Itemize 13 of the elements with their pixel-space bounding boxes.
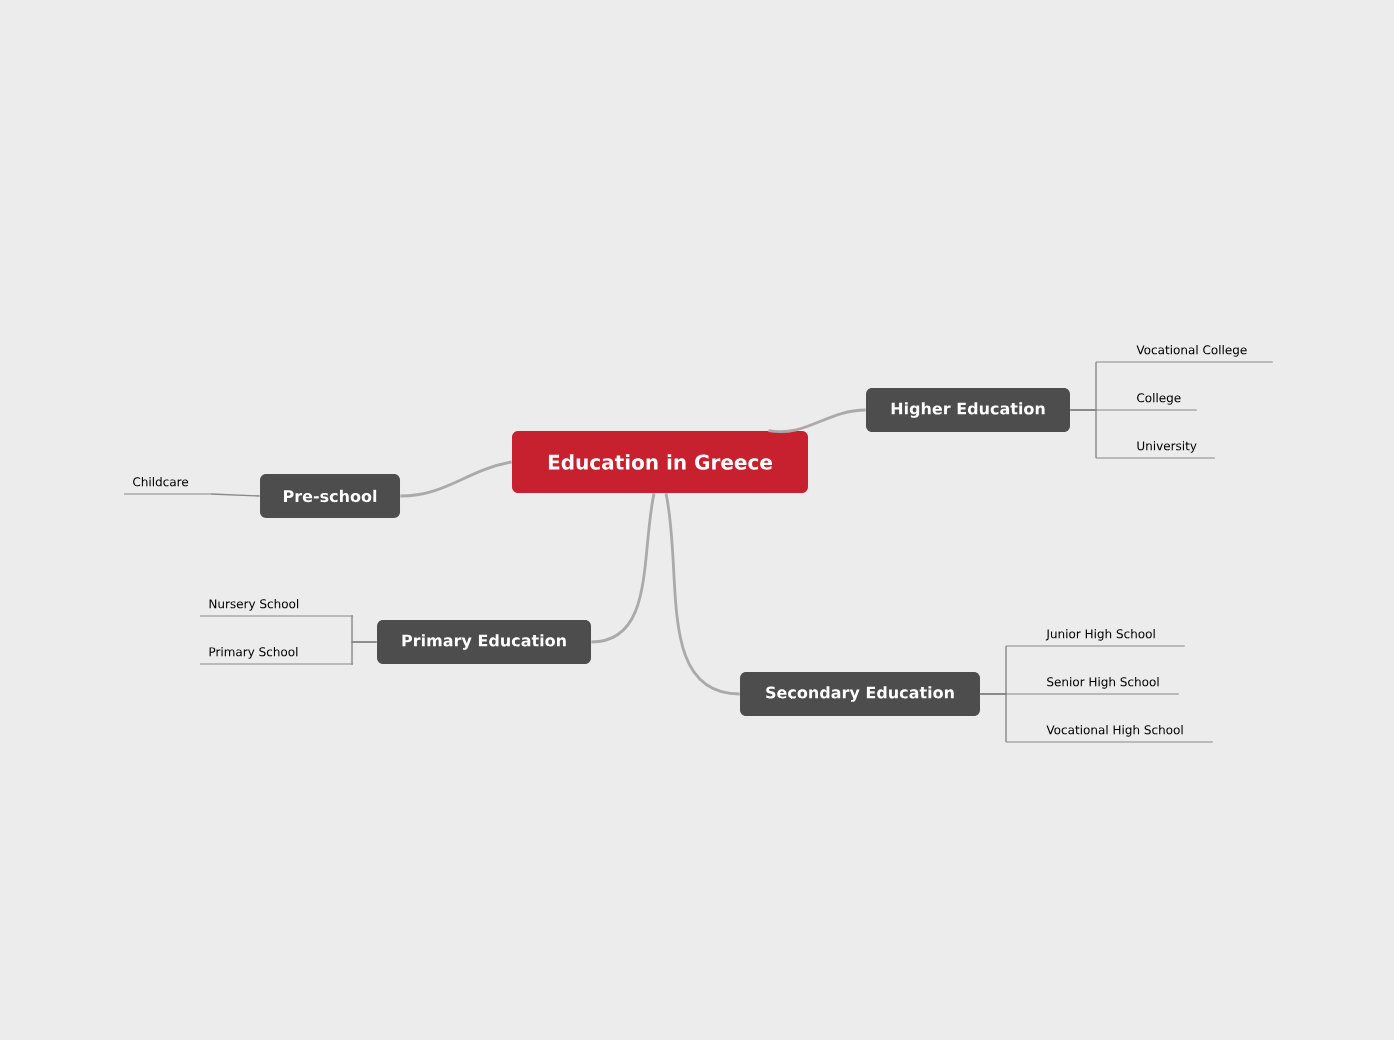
- branch-connector: [768, 408, 866, 433]
- connector-line: [210, 493, 261, 497]
- branch-box: Primary Education: [377, 620, 591, 664]
- branch-connector: [664, 493, 740, 696]
- connector-line: [1069, 409, 1097, 459]
- connector-line: [351, 641, 378, 665]
- branch-connector: [591, 493, 656, 644]
- branch-connector: [400, 460, 512, 498]
- branch-box: Secondary Education: [740, 672, 980, 716]
- topic-box: Education in Greece: [512, 431, 808, 493]
- branch-box: Pre-school: [260, 474, 400, 518]
- connector-line: [979, 693, 1007, 743]
- branch-box: Higher Education: [866, 388, 1070, 432]
